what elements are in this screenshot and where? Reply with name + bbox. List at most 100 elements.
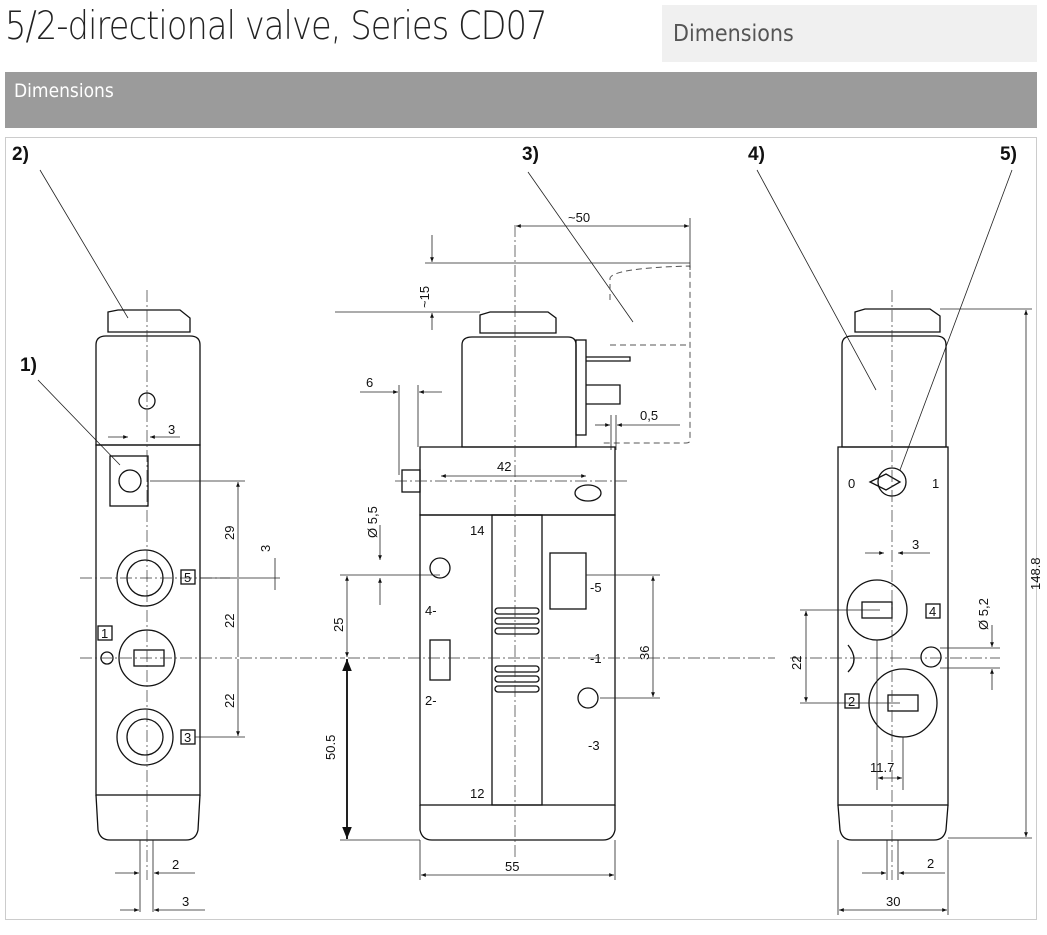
callouts: 2) 1) 3) 4) 5): [12, 144, 1017, 471]
drawing-line: [429, 557, 451, 579]
callout-3: 3): [522, 144, 539, 165]
drawing-line: [577, 687, 599, 709]
drawing-line: [180, 569, 196, 585]
drawing-line: [549, 552, 587, 610]
drawing-line: [95, 335, 201, 446]
dim-label: 22: [789, 656, 804, 670]
drawing-line: [940, 647, 1000, 669]
dim-label: 6: [366, 375, 373, 390]
dim-label: 3: [258, 545, 273, 552]
drawing-line: [419, 840, 616, 880]
drawing-line: [419, 805, 616, 841]
drawing-line: [837, 446, 949, 806]
callout-4: 4): [748, 144, 765, 165]
dim-label: 36: [637, 646, 652, 660]
drawing-line: [837, 804, 949, 841]
drawing-line: [586, 574, 660, 699]
left-view: 5 1 3 29 22 22 3 3 2 3: [80, 290, 345, 912]
drawing-line: [95, 444, 201, 796]
drawing-line: [116, 708, 174, 766]
drawing-line: [126, 718, 164, 756]
drawing-line: [868, 473, 902, 491]
drawing-line: [479, 311, 557, 334]
drawing-line: [398, 385, 419, 475]
pin-label: 12: [470, 786, 484, 801]
dim-label: 29: [222, 526, 237, 540]
port-label: 2: [848, 694, 855, 709]
drawing-frame: [5, 137, 1037, 920]
callout-5: 5): [1000, 144, 1017, 165]
drawing-line: [800, 609, 900, 704]
drawing-line: [139, 840, 154, 912]
callout-1: 1): [20, 355, 37, 376]
drawing-line: [574, 484, 602, 502]
drawing-line: [494, 627, 540, 635]
port-label: 1: [101, 626, 108, 641]
drawing-line: [395, 225, 630, 860]
drawing-line: [847, 644, 855, 673]
drawing-line: [886, 840, 899, 880]
drawing-line: [118, 469, 142, 493]
dim-label: 0,5: [640, 408, 658, 423]
drawing-line: [925, 603, 941, 619]
drawing-line: [97, 625, 113, 641]
drawing-line: [940, 308, 1032, 839]
section-header[interactable]: Dimensions: [5, 72, 1037, 128]
center-view: 14 12 4- -5 -1 2- -3 ~50 ~15 6 0,5 42 Ø …: [323, 210, 691, 880]
port-label: -3: [588, 738, 600, 753]
port-label: 4-: [425, 603, 437, 618]
dim-label: 3: [182, 894, 189, 909]
drawing-line: [348, 290, 1000, 880]
drawing-line: [150, 480, 280, 738]
tab-dimensions[interactable]: Dimensions: [662, 5, 1037, 62]
dim-label: 55: [505, 859, 519, 874]
drawing-line: [494, 685, 540, 693]
dim-label: ~50: [568, 210, 590, 225]
port-label: 5: [184, 570, 191, 585]
right-view: 0 1 4 2 3 Ø 5,2 22 11.7 2 30 148.8: [348, 290, 1043, 915]
dim-label: Ø 5,2: [976, 598, 991, 630]
drawing-line: [37, 169, 1013, 471]
drawing-line: [80, 290, 345, 880]
dim-label: 50.5: [323, 735, 338, 760]
dim-label: 22: [222, 694, 237, 708]
callout-2: 2): [12, 144, 29, 165]
port-label: 2-: [425, 693, 437, 708]
drawing-line: [494, 617, 540, 625]
drawing-line: [854, 308, 941, 333]
port-label: -5: [590, 580, 602, 595]
dim-label: 3: [168, 422, 175, 437]
dim-label: 42: [497, 459, 511, 474]
drawing-line: [494, 665, 540, 673]
drawing-line: [95, 794, 201, 841]
drawing-line: [491, 514, 543, 806]
section-header-label: Dimensions: [14, 80, 114, 102]
port-label: 4: [929, 604, 936, 619]
pin-label: 14: [470, 523, 484, 538]
dim-label: 3: [912, 537, 919, 552]
drawing-line: [494, 607, 540, 615]
tab-dimensions-label: Dimensions: [673, 21, 794, 47]
dim-label: 2: [172, 857, 179, 872]
dim-label: 22: [222, 614, 237, 628]
drawing-line: [429, 639, 451, 681]
drawing-line: [610, 415, 617, 450]
port-label: -1: [590, 651, 602, 666]
dim-label: 25: [331, 618, 346, 632]
drawing-line: [844, 693, 860, 709]
dim-label: 11.7: [870, 760, 894, 775]
dim-label: 148.8: [1028, 557, 1043, 590]
port-label: 3: [184, 730, 191, 745]
drawing-line: [335, 262, 690, 313]
drawing-line: [461, 336, 577, 448]
dim-label: ~15: [417, 286, 432, 308]
drawing-line: [586, 356, 631, 405]
dim-label: 2: [927, 856, 934, 871]
drawing-line: [107, 309, 191, 333]
drawing-line: [494, 607, 540, 693]
drawing-line: [841, 335, 947, 448]
drawing-line: [920, 646, 942, 668]
dim-label: Ø 5,5: [365, 506, 380, 538]
drawing-line: [494, 675, 540, 683]
